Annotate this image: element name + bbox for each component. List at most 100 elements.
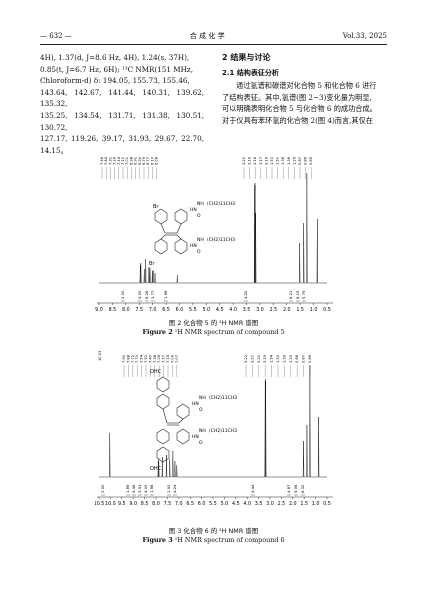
peak-label: 7.07	[175, 355, 179, 363]
integral-label: 8.15	[295, 290, 300, 299]
journal-title: 合 成 化 学	[189, 32, 225, 40]
text-line: 127.17, 119.26, 39.17, 31.93, 29.67, 22.…	[40, 134, 204, 155]
x-tick-label: 2.0	[283, 307, 291, 313]
structure-label: O	[197, 249, 201, 255]
text-line: 143.64, 142.67, 141.44, 140.31, 139.62, …	[40, 87, 204, 109]
peak-label: 7.72	[131, 355, 135, 363]
structure-label: (CH2)11CH3	[209, 428, 237, 434]
x-tick-label: 3.5	[255, 501, 263, 507]
structure-label: O	[199, 440, 203, 446]
structure-label: O	[199, 407, 203, 413]
x-tick-label: 8.5	[109, 307, 117, 313]
peak-label: 1.39	[282, 354, 286, 363]
text-line: 135.25, 134.54, 131.71, 131.38, 130.51, …	[40, 110, 204, 132]
peak-label: 0.88	[295, 354, 299, 363]
left-column: 4H), 1.37(d, J=8.6 Hz, 4H), 1.24(s, 37H)…	[40, 52, 204, 156]
structure-label: Br	[153, 204, 159, 210]
structure-label: HN	[190, 207, 197, 213]
structure-label: Br	[149, 261, 155, 267]
x-tick-label: 3.0	[256, 307, 264, 313]
peak-label: 7.14	[117, 156, 121, 165]
structure-label: NH	[197, 201, 204, 207]
integral-label: 4.20	[243, 290, 248, 299]
integral-label: 3.77	[150, 290, 155, 299]
integral-label: 1.92	[166, 484, 171, 493]
x-tick-label: 3.0	[266, 501, 274, 507]
x-tick-label: 1.5	[296, 307, 304, 313]
peak-label: 7.52	[144, 355, 148, 363]
caption-figure-number: Figure 3	[142, 536, 173, 544]
peak-label: 0.86	[304, 156, 308, 165]
integral-label: 3.91	[137, 484, 142, 493]
spectrum-trace	[99, 364, 327, 478]
structure-label: NH	[199, 395, 206, 401]
x-tick-label: 5.0	[221, 501, 229, 507]
peak-label: 10.03	[98, 351, 102, 361]
peak-label: 3.21	[250, 355, 254, 363]
peak-label: 7.17	[162, 355, 166, 363]
integral-label: 4.00	[143, 484, 148, 493]
structure-label: (CH2)11CH3	[207, 201, 235, 207]
peak-label: 6.98	[129, 156, 133, 165]
x-tick-label: 2.5	[270, 307, 278, 313]
x-tick-label: 1.0	[310, 307, 318, 313]
caption-en: Figure 2 ¹H NMR spectrum of compound 5	[0, 328, 427, 337]
integral-label: 6.21	[288, 290, 293, 299]
x-tick-label: 5.0	[202, 307, 210, 313]
peak-label: 0.85	[309, 157, 313, 165]
structure-label: (CH2)11CH3	[207, 237, 235, 243]
caption-text: ¹H NMR spectrum of compound 6	[174, 536, 285, 544]
x-tick-label: 2.5	[278, 501, 286, 507]
x-tick-label: 5.5	[189, 307, 197, 313]
text-line: Chloroform-d) δ: 194.05, 155.73, 155.46,	[40, 76, 190, 86]
structure-label: HN	[192, 401, 199, 407]
x-tick-label: 0.5	[323, 307, 331, 313]
peak-label: 7.31	[108, 157, 112, 165]
text-line: 0.85(t, J=6.7 Hz, 6H); ¹³C NMR(151 MHz,	[40, 64, 193, 74]
x-tick-label: 6.5	[186, 501, 194, 507]
spectrum-line	[99, 364, 327, 478]
x-tick-label: 8.0	[122, 307, 130, 313]
x-tick-label: 7.5	[164, 501, 172, 507]
peak-label: 1.25	[289, 355, 293, 363]
peak-label: 6.77	[146, 157, 150, 165]
structure-label: (CH2)11CH3	[209, 395, 237, 401]
right-column: 2 结果与讨论 2.1 结构表征分析 通过氢谱和碳谱对化合物 5 和化合物 6 …	[222, 52, 387, 127]
integral-label: 4.87	[286, 484, 291, 493]
structure-label: OHC	[150, 466, 162, 472]
text-line: 4H), 1.37(d, J=8.6 Hz, 4H), 1.24(s, 37H)…	[40, 53, 190, 62]
integral-label: 2.00	[120, 290, 125, 299]
x-tick-label: 1.0	[312, 501, 320, 507]
structure-label: OHC	[150, 369, 162, 375]
structure-label: HN	[190, 243, 197, 249]
structure-label: O	[197, 213, 201, 219]
volume-info: Vol.33, 2025	[342, 32, 387, 40]
integral-label: 6.32	[300, 484, 305, 493]
integral-label: 1.98	[163, 290, 168, 299]
caption-cn: 图 3 化合物 6 的 ¹H NMR 谱图	[168, 527, 259, 535]
integral-label: 9.06	[293, 484, 298, 493]
x-tick-label: 10.5	[95, 501, 104, 507]
peak-label: 0.87	[302, 355, 306, 363]
caption-en: Figure 3 ¹H NMR spectrum of compound 6	[0, 536, 427, 545]
x-tick-label: 8.0	[152, 501, 160, 507]
x-tick-label: 6.0	[198, 501, 206, 507]
integral-label: 2.00	[100, 484, 105, 493]
figure-2-caption: 图 2 化合物 5 的 ¹H NMR 谱图 Figure 2 ¹H NMR sp…	[0, 319, 427, 337]
x-tick-label: 7.0	[175, 501, 183, 507]
peak-label: 3.20	[242, 156, 246, 165]
peak-label: 7.90	[122, 354, 126, 363]
header-rule	[40, 44, 387, 45]
peak-label: 7.40	[148, 354, 152, 363]
peak-label: 1.36	[287, 156, 291, 165]
subsection-title: 2.1 结构表征分析	[222, 68, 279, 77]
x-tick-label: 0.5	[323, 501, 331, 507]
peak-label: 7.09	[170, 354, 174, 363]
